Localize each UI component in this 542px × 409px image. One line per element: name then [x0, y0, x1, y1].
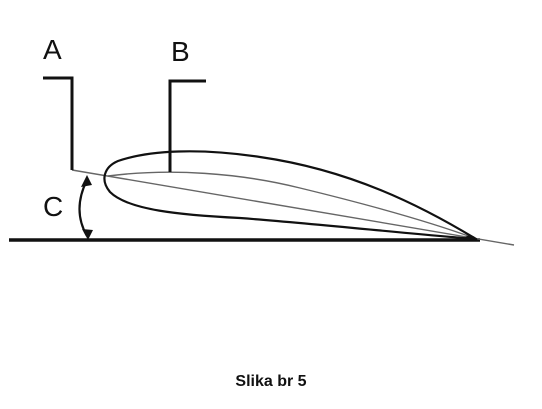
- section-marker-a: [43, 76, 74, 170]
- figure-caption: Slika br 5: [235, 373, 307, 390]
- label-b: B: [171, 36, 190, 67]
- angle-arc: [78, 179, 88, 237]
- label-a: A: [43, 34, 62, 65]
- angle-arc-arrowhead-top: [81, 175, 92, 187]
- airfoil-profile: [103, 150, 478, 241]
- chord-line: [71, 169, 515, 246]
- angle-arc-arrowhead-bottom: [82, 229, 93, 240]
- trailing-edge-point: [465, 235, 475, 241]
- section-marker-b: [168, 79, 206, 172]
- mean-camber-line: [107, 171, 475, 239]
- label-c: C: [43, 191, 64, 222]
